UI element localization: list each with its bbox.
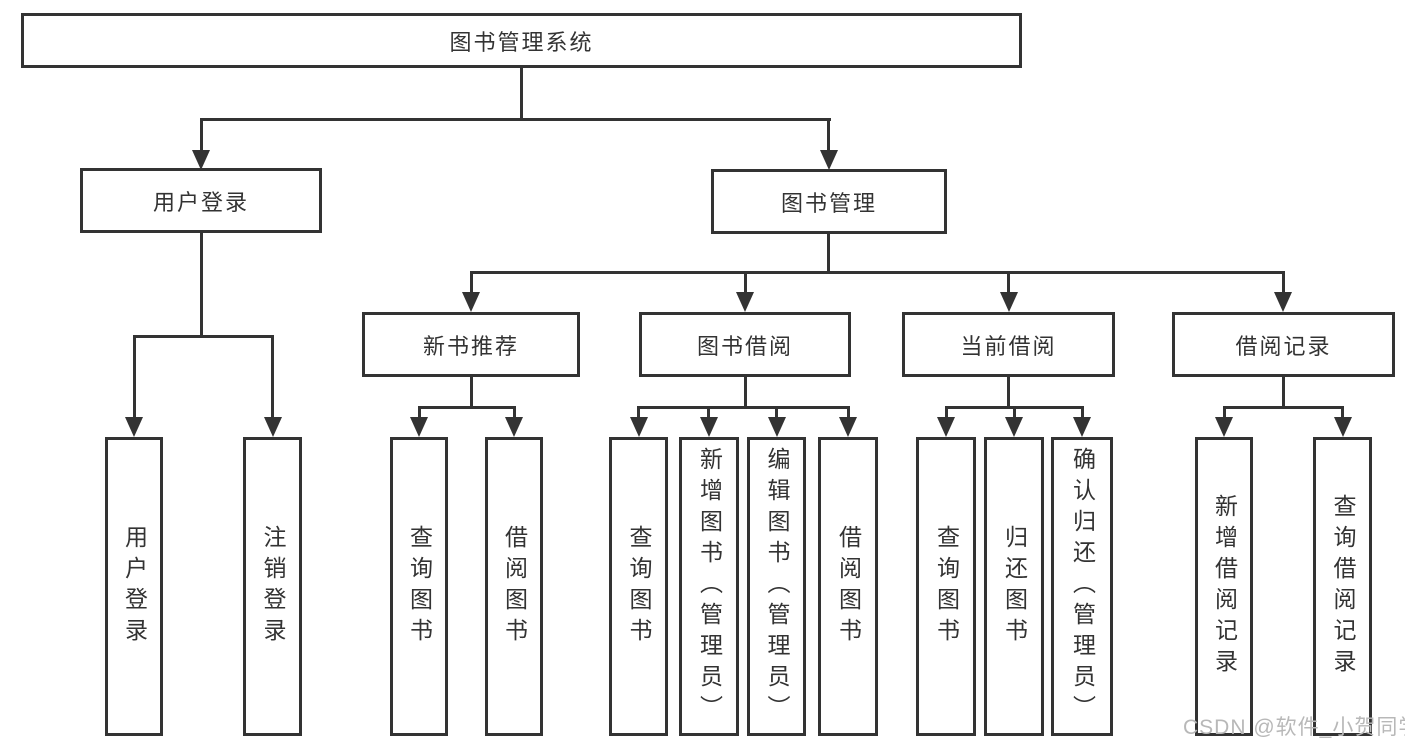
leaf-user-login: 用户登录 xyxy=(105,437,163,736)
connector-vline xyxy=(1007,271,1010,296)
connector-vline xyxy=(470,377,473,408)
connector-vline xyxy=(744,377,747,408)
arrow-down-icon xyxy=(410,417,428,437)
connector-vline xyxy=(1007,377,1010,408)
leaf-query-borrow-record: 查询借阅记录 xyxy=(1313,437,1372,736)
connector-vline xyxy=(1282,377,1285,408)
connector-vline xyxy=(637,406,640,422)
arrow-down-icon xyxy=(736,292,754,312)
leaf-query-book-recommend: 查询图书 xyxy=(390,437,448,736)
connector-vline xyxy=(945,406,948,422)
connector-vline xyxy=(1282,271,1285,296)
leaf-edit-book-admin: 编辑图书（管理员） xyxy=(747,437,806,736)
arrow-down-icon xyxy=(462,292,480,312)
node-user-login: 用户登录 xyxy=(80,168,322,233)
arrow-down-icon xyxy=(1000,292,1018,312)
connector-hline xyxy=(470,271,1285,274)
arrow-down-icon xyxy=(937,417,955,437)
node-book-management: 图书管理 xyxy=(711,169,947,234)
connector-hline xyxy=(1223,406,1343,409)
arrow-down-icon xyxy=(1073,417,1091,437)
leaf-add-borrow-record: 新增借阅记录 xyxy=(1195,437,1253,736)
connector-vline xyxy=(827,234,830,273)
node-new-book-recommend: 新书推荐 xyxy=(362,312,580,377)
connector-vline xyxy=(520,68,523,120)
arrow-down-icon xyxy=(192,150,210,170)
connector-vline xyxy=(1081,406,1084,422)
connector-vline xyxy=(513,406,516,422)
connector-vline xyxy=(775,406,778,422)
connector-vline xyxy=(1341,406,1344,422)
connector-vline xyxy=(200,118,203,155)
leaf-return-book: 归还图书 xyxy=(984,437,1044,736)
leaf-borrow-book: 借阅图书 xyxy=(818,437,878,736)
arrow-down-icon xyxy=(125,417,143,437)
arrow-down-icon xyxy=(820,150,838,170)
connector-vline xyxy=(470,271,473,296)
connector-vline xyxy=(1223,406,1226,422)
arrow-down-icon xyxy=(1005,417,1023,437)
watermark: CSDN @软件_小贺同学 xyxy=(1183,716,1405,739)
arrow-down-icon xyxy=(768,417,786,437)
leaf-query-book-borrow: 查询图书 xyxy=(609,437,668,736)
connector-vline xyxy=(744,271,747,296)
arrow-down-icon xyxy=(630,417,648,437)
connector-vline xyxy=(133,335,136,420)
arrow-down-icon xyxy=(700,417,718,437)
connector-hline xyxy=(200,118,831,121)
arrow-down-icon xyxy=(1334,417,1352,437)
leaf-logout: 注销登录 xyxy=(243,437,302,736)
connector-hline xyxy=(133,335,274,338)
leaf-add-book-admin: 新增图书（管理员） xyxy=(679,437,739,736)
node-book-borrow: 图书借阅 xyxy=(639,312,851,377)
arrow-down-icon xyxy=(839,417,857,437)
connector-hline xyxy=(418,406,516,409)
connector-vline xyxy=(200,233,203,337)
leaf-confirm-return-admin: 确认归还（管理员） xyxy=(1051,437,1113,736)
connector-vline xyxy=(827,118,830,155)
connector-vline xyxy=(418,406,421,422)
connector-hline xyxy=(637,406,849,409)
arrow-down-icon xyxy=(264,417,282,437)
connector-vline xyxy=(1013,406,1016,422)
leaf-query-book-current: 查询图书 xyxy=(916,437,976,736)
arrow-down-icon xyxy=(1274,292,1292,312)
leaf-borrow-book-recommend: 借阅图书 xyxy=(485,437,543,736)
arrow-down-icon xyxy=(505,417,523,437)
connector-vline xyxy=(847,406,850,422)
node-root: 图书管理系统 xyxy=(21,13,1022,68)
node-borrow-record: 借阅记录 xyxy=(1172,312,1395,377)
node-current-borrow: 当前借阅 xyxy=(902,312,1115,377)
connector-vline xyxy=(271,335,274,420)
arrow-down-icon xyxy=(1215,417,1233,437)
connector-vline xyxy=(707,406,710,422)
